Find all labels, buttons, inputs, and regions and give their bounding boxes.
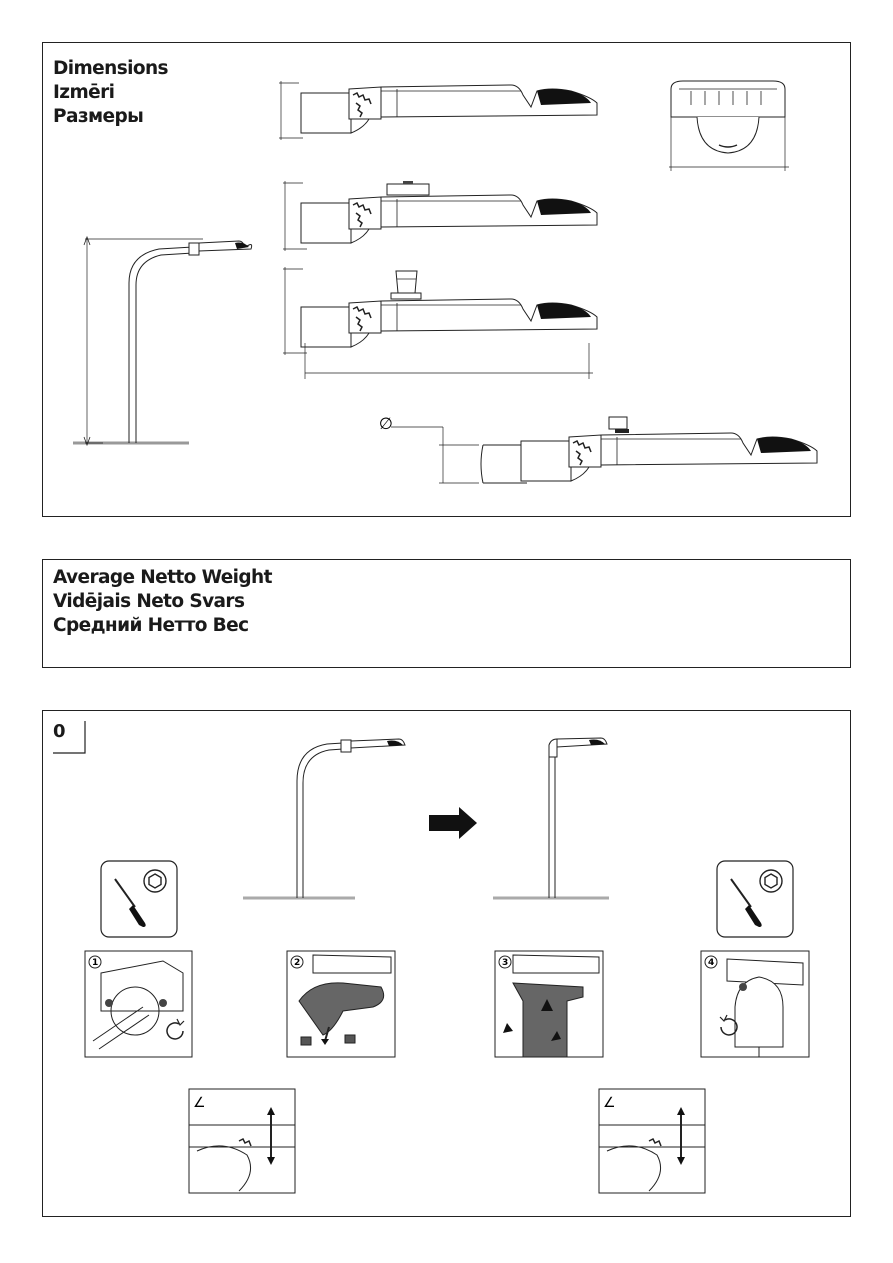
- luminaire-side-view-2: [283, 181, 598, 251]
- step-4-number: 4: [708, 958, 714, 968]
- side-entry-mounting-drawing: ∅: [379, 414, 818, 484]
- step-2-image: [286, 950, 396, 1058]
- transition-arrow-icon: [429, 807, 477, 839]
- step-1-number: 1: [92, 958, 98, 968]
- angle-icon-left: ∠: [193, 1095, 206, 1111]
- step-4-image: [700, 950, 810, 1058]
- diameter-symbol: ∅: [379, 414, 393, 433]
- weight-title-ru: Средний Нетто Вес: [53, 615, 249, 636]
- angle-icon-right: ∠: [603, 1095, 616, 1111]
- step-3-number: 3: [502, 958, 508, 968]
- screwdriver-icon: [114, 878, 146, 927]
- angle-detail-left: [188, 1088, 296, 1194]
- pole-curved-arm: [243, 738, 406, 900]
- dimensions-title-lv: Izmēri: [53, 82, 115, 103]
- dimensions-title: Dimensions Izmēri Размеры: [53, 57, 169, 129]
- hex-bolt-icon: [143, 869, 167, 893]
- pole-dimension-drawing: [73, 235, 253, 447]
- tool-box-left: [100, 860, 178, 938]
- step-3-image: [494, 950, 604, 1058]
- installation-drawings: 1 2 3 4 ∠ ∠: [53, 721, 810, 1194]
- tool-box-right: [716, 860, 794, 938]
- luminaire-front-view: [669, 80, 789, 171]
- hex-bolt-icon: [759, 869, 783, 893]
- luminaire-side-view-1: [279, 81, 598, 140]
- step-zero-bracket: [53, 721, 86, 754]
- dimensions-drawings: ∅: [73, 80, 818, 484]
- weight-panel: Average Netto Weight Vidējais Neto Svars…: [42, 559, 851, 668]
- pole-post-top: [493, 737, 609, 900]
- weight-title: Average Netto Weight Vidējais Neto Svars…: [53, 566, 272, 638]
- luminaire-side-view-3: [283, 267, 598, 379]
- installation-panel: 0: [42, 710, 851, 1217]
- weight-title-lv: Vidējais Neto Svars: [53, 591, 245, 612]
- weight-title-en: Average Netto Weight: [53, 567, 272, 588]
- step-2-number: 2: [294, 958, 300, 968]
- dimensions-panel: Dimensions Izmēri Размеры: [42, 42, 851, 517]
- dimensions-title-ru: Размеры: [53, 106, 144, 127]
- screwdriver-icon: [730, 878, 762, 927]
- step-zero-label: 0: [53, 721, 66, 742]
- dimensions-title-en: Dimensions: [53, 58, 169, 79]
- angle-detail-right: [598, 1088, 706, 1194]
- step-1-image: [84, 950, 193, 1058]
